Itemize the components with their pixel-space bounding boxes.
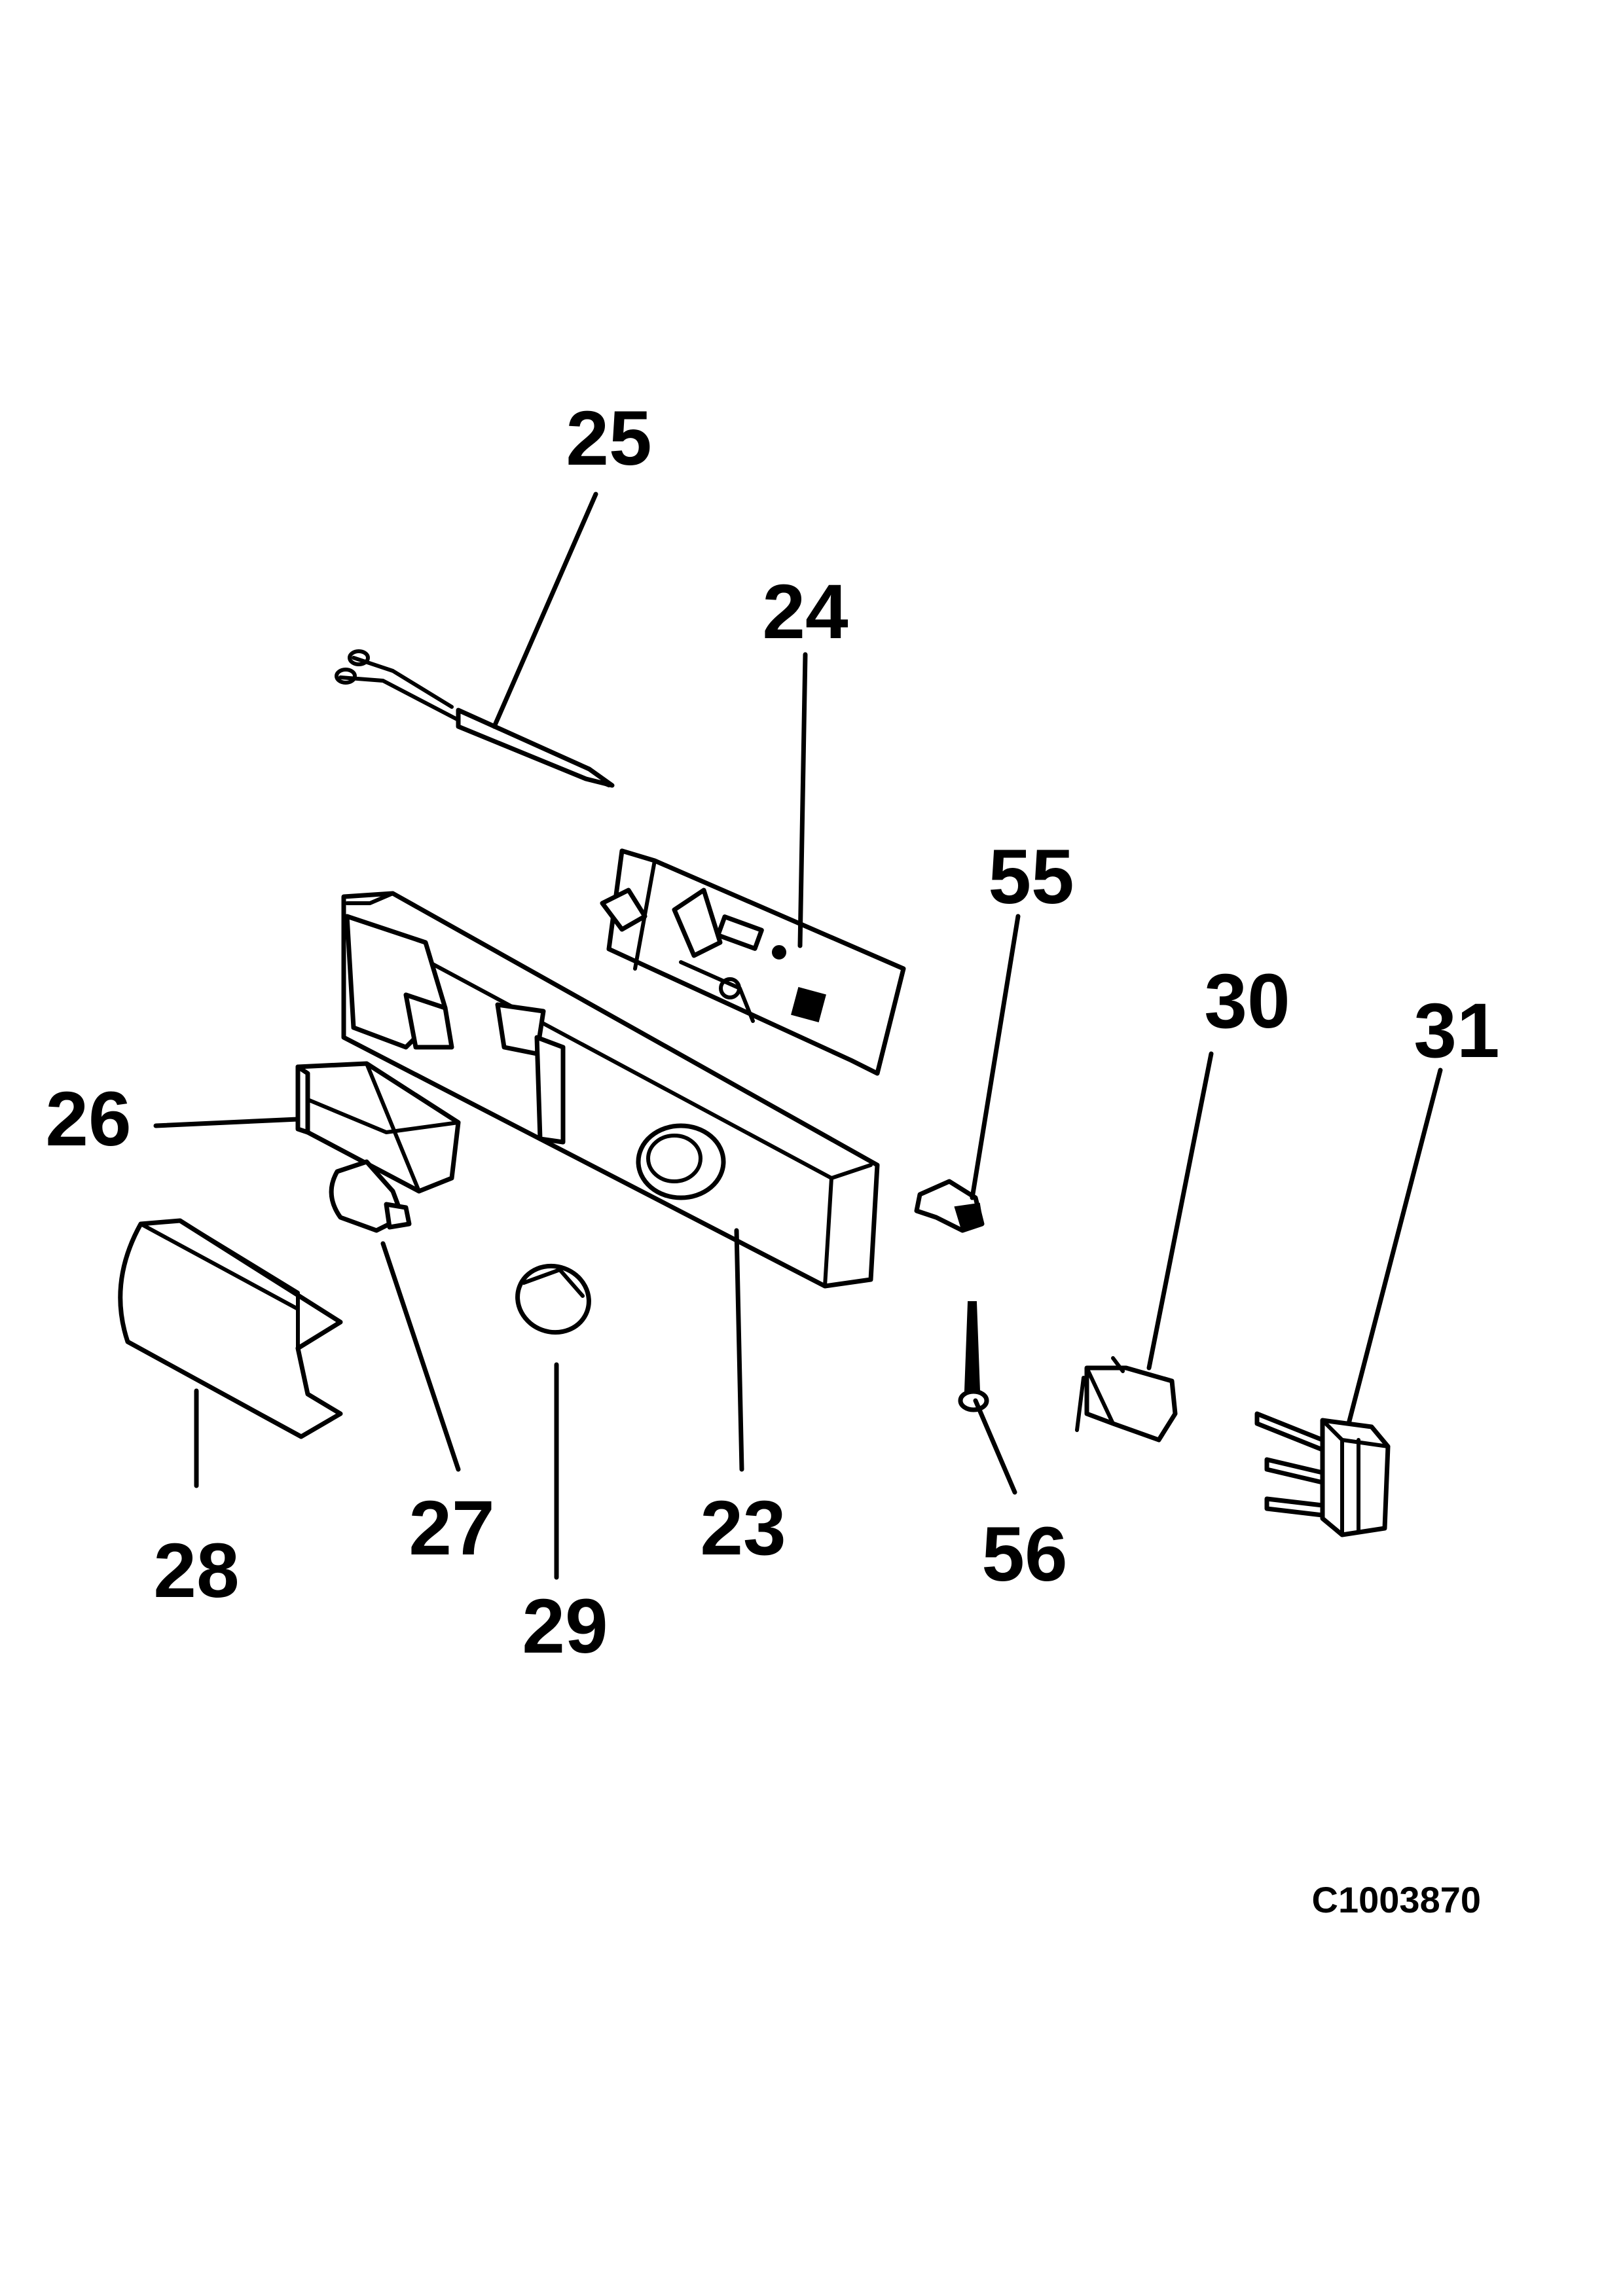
callout-30: 30 — [1204, 958, 1290, 1045]
leader-24 — [797, 652, 808, 948]
part-56-screw — [958, 1301, 989, 1412]
callout-24: 24 — [762, 569, 848, 655]
callout-23: 23 — [700, 1485, 786, 1571]
leader-26 — [153, 1117, 301, 1128]
leader-27 — [380, 1241, 461, 1472]
part-24-control-board — [600, 848, 906, 1076]
part-26-lamp-cover — [295, 1061, 461, 1194]
leader-lines — [153, 492, 1443, 1580]
part-29-knob — [515, 1263, 591, 1335]
callout-31: 31 — [1413, 988, 1499, 1074]
leader-56 — [973, 1398, 1017, 1495]
drawing-reference: C1003870 — [1312, 1879, 1481, 1920]
callout-labels: 25 24 55 30 31 26 27 23 56 28 29 — [45, 395, 1499, 1670]
part-27-lamp-bulb — [329, 1159, 412, 1233]
part-23-control-housing — [341, 891, 880, 1289]
leader-30 — [1146, 1051, 1214, 1371]
part-30-cap — [1075, 1356, 1178, 1443]
leader-25 — [492, 492, 598, 729]
callout-29: 29 — [522, 1583, 608, 1670]
callout-56: 56 — [981, 1511, 1067, 1598]
part-55-clip — [914, 1179, 985, 1233]
callout-55: 55 — [988, 834, 1074, 920]
callout-27: 27 — [409, 1485, 494, 1571]
leader-31 — [1346, 1067, 1443, 1426]
callout-25: 25 — [566, 395, 651, 482]
part-31-connector — [1254, 1411, 1391, 1537]
leader-23 — [734, 1228, 744, 1472]
leader-55 — [970, 914, 1021, 1200]
callout-28: 28 — [153, 1528, 239, 1614]
part-25-wire-probe — [335, 649, 615, 788]
callout-26: 26 — [45, 1076, 131, 1162]
part-28-trim-profile — [118, 1218, 343, 1439]
